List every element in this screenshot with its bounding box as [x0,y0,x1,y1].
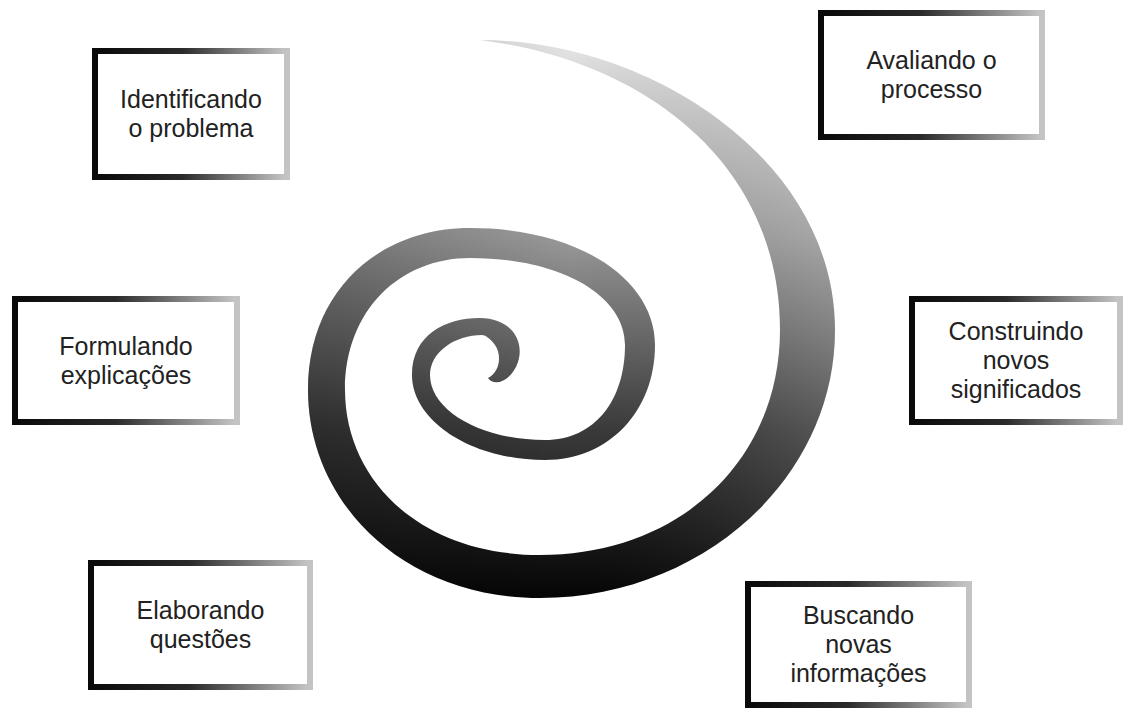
step-box: Construindo novos significados [909,296,1123,425]
step-box: Avaliando o processo [818,10,1045,140]
step-label: Avaliando o processo [857,46,1007,104]
step-box: Formulando explicações [12,296,240,425]
step-box: Identificando o problema [92,48,290,180]
step-label: Buscando novas informações [784,601,934,687]
step-box: Buscando novas informações [745,581,972,708]
step-label: Formulando explicações [51,332,201,390]
step-box: Elaborando questões [88,560,313,690]
spiral-shading [308,40,835,598]
spiral-ribbon [308,40,835,598]
step-label: Construindo novos significados [941,317,1091,403]
step-label: Identificando o problema [116,85,266,143]
step-label: Elaborando questões [121,596,281,654]
